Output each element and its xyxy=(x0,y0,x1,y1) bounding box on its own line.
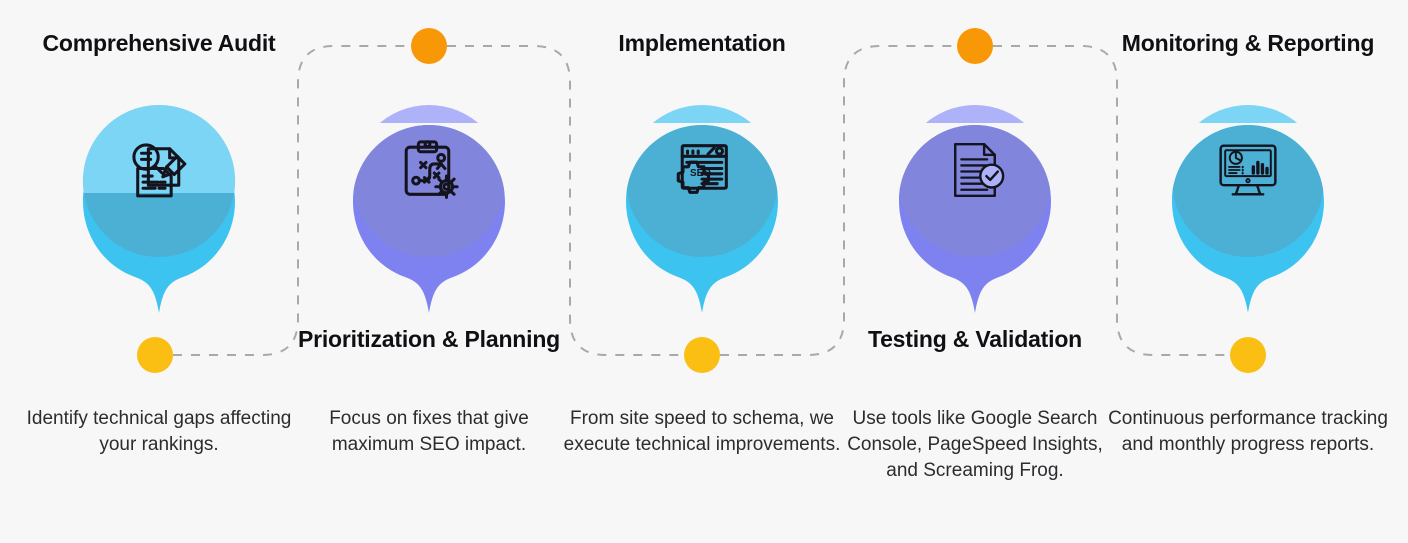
step-5-title: Monitoring & Reporting xyxy=(1121,30,1375,56)
document-magnifier-pencil-icon xyxy=(132,143,187,198)
step-4-description: Use tools like Google Search Console, Pa… xyxy=(847,408,1103,481)
step-3-description: From site speed to schema, we execute te… xyxy=(563,408,841,455)
step-1-description: Identify technical gaps affecting your r… xyxy=(26,408,292,455)
step-1-title: Comprehensive Audit xyxy=(42,30,276,56)
monitor-analytics-dashboard-icon xyxy=(1219,144,1277,196)
connector-dot-5 xyxy=(1230,337,1266,373)
connector-dot-4 xyxy=(957,28,993,64)
connector-dot-3 xyxy=(684,337,720,373)
step-2-prioritization-planning[interactable]: Prioritization & Planning xyxy=(289,0,569,543)
step-1-marker xyxy=(79,101,239,313)
connector-dot-2 xyxy=(411,28,447,64)
step-1-icon-container xyxy=(116,127,202,213)
step-2-icon-container xyxy=(386,127,472,213)
step-3-implementation[interactable]: Implementation xyxy=(562,0,842,543)
step-3-title: Implementation xyxy=(618,30,786,56)
clipboard-strategy-gear-icon xyxy=(404,140,459,199)
step-3-marker: SEO xyxy=(622,101,782,313)
connector-dot-1 xyxy=(137,337,173,373)
step-5-icon-container xyxy=(1205,127,1291,213)
step-3-icon-container: SEO xyxy=(659,127,745,213)
step-5-description: Continuous performance tracking and mont… xyxy=(1108,408,1388,455)
step-4-title: Testing & Validation xyxy=(867,326,1083,352)
svg-text:SEO: SEO xyxy=(690,168,711,179)
step-5-monitoring-reporting[interactable]: Monitoring & Reporting xyxy=(1108,0,1388,543)
document-check-icon xyxy=(954,142,1005,198)
step-4-testing-validation[interactable]: Testing & Validation xyxy=(835,0,1115,543)
step-4-marker xyxy=(895,101,1055,313)
step-4-icon-container xyxy=(932,127,1018,213)
step-1-comprehensive-audit[interactable]: Comprehensive Audit xyxy=(19,0,299,543)
step-5-marker xyxy=(1168,101,1328,313)
step-2-title: Prioritization & Planning xyxy=(297,326,561,352)
step-2-marker xyxy=(349,101,509,313)
step-2-description: Focus on fixes that give maximum SEO imp… xyxy=(329,408,529,455)
browser-seo-gear-icon: SEO xyxy=(676,144,728,194)
